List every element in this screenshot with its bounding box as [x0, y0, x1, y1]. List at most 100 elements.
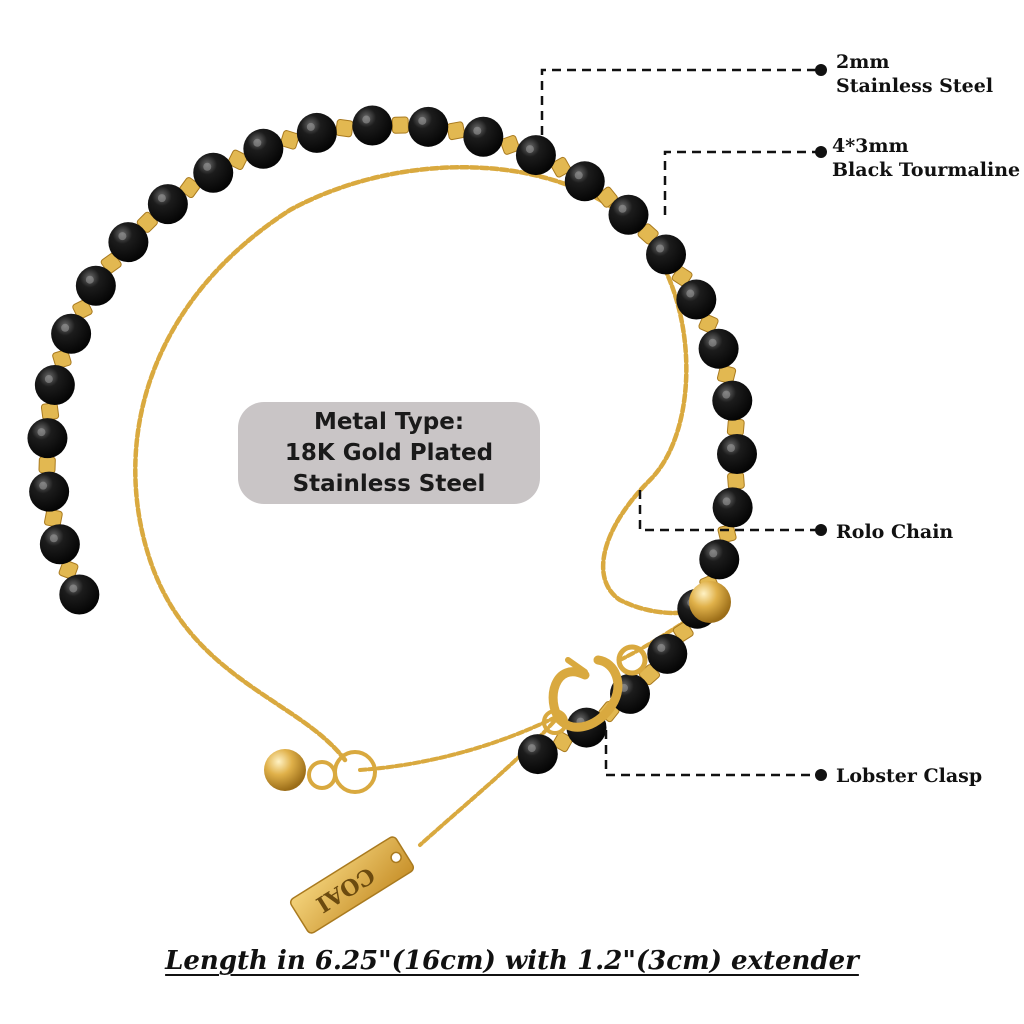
metal-type-plating: 18K Gold Plated	[284, 439, 494, 466]
tourmaline-bead	[712, 487, 753, 528]
extender-chain	[358, 713, 562, 847]
bead-highlight	[61, 323, 70, 332]
tourmaline-bead	[27, 418, 68, 459]
rolo-chain	[133, 165, 703, 763]
metal-type-base: Stainless Steel	[292, 470, 486, 497]
tourmaline-bead	[34, 365, 75, 406]
bead-highlight	[722, 390, 731, 399]
tourmaline-bead	[716, 434, 757, 475]
gold-spacer	[716, 364, 737, 384]
gold-spacer	[72, 299, 93, 320]
gold-spacer	[727, 471, 745, 490]
bead-strand	[27, 105, 757, 775]
bead-highlight	[686, 289, 695, 298]
gold-spacer	[279, 130, 300, 150]
leader-dot-wire	[815, 64, 827, 76]
lobster-clasp	[542, 644, 648, 735]
tourmaline-bead	[39, 524, 80, 565]
callout-clasp: Lobster Clasp	[836, 764, 982, 788]
leader-wire	[540, 68, 816, 135]
rolo-chain-path	[133, 165, 703, 763]
brand-tag: COAI	[289, 836, 415, 934]
bead-highlight	[708, 338, 717, 347]
gold-spacer	[179, 177, 201, 199]
length-caption: Length in 6.25"(16cm) with 1.2"(3cm) ext…	[165, 946, 859, 976]
gold-spacer	[227, 149, 248, 171]
bead-highlight	[157, 194, 166, 203]
end-ball-right	[689, 581, 731, 623]
bead-highlight	[44, 375, 53, 384]
bead-highlight	[527, 744, 536, 753]
tourmaline-bead	[515, 135, 556, 176]
gold-spacer	[552, 731, 574, 753]
bead-highlight	[39, 481, 48, 490]
tourmaline-bead	[75, 265, 116, 306]
leader-dot-beads	[815, 146, 827, 158]
gold-spacer	[38, 456, 56, 474]
jump-ring-small	[307, 760, 337, 790]
callout-wire: 2mm Stainless Steel	[836, 50, 993, 98]
metal-type-badge: Metal Type: 18K Gold Plated Stainless St…	[238, 402, 540, 504]
callout-wire-size: 2mm	[836, 51, 890, 73]
tourmaline-bead	[712, 380, 753, 421]
tourmaline-bead	[408, 106, 449, 147]
tourmaline-bead	[608, 194, 649, 235]
tourmaline-bead	[647, 633, 688, 674]
tourmaline-bead	[243, 128, 284, 169]
tourmaline-bead	[296, 112, 337, 153]
leader-dot-chain	[815, 524, 827, 536]
leader-beads	[663, 150, 816, 215]
gold-spacer	[698, 313, 719, 334]
bead-highlight	[709, 549, 718, 558]
tourmaline-bead	[352, 105, 393, 146]
bead-highlight	[253, 138, 262, 147]
tourmaline-bead	[29, 471, 70, 512]
bead-highlight	[574, 171, 583, 180]
leader-dot-clasp	[815, 769, 827, 781]
bead-highlight	[657, 643, 666, 652]
tourmaline-bead	[698, 328, 739, 369]
callout-beads-size: 4*3mm	[832, 135, 909, 157]
tourmaline-bead	[147, 184, 188, 225]
bead-highlight	[85, 275, 94, 284]
gold-spacer	[335, 119, 354, 138]
leader-clasp	[604, 730, 816, 777]
tourmaline-bead	[564, 161, 605, 202]
callout-clasp-label: Lobster Clasp	[836, 765, 983, 787]
bead-highlight	[203, 162, 212, 171]
leader-chain	[638, 490, 816, 532]
callout-beads: 4*3mm Black Tourmaline	[832, 134, 1020, 182]
gold-spacer	[550, 156, 572, 178]
bead-highlight	[722, 497, 731, 506]
bead-highlight	[525, 145, 534, 154]
tourmaline-bead	[193, 152, 234, 193]
tourmaline-bead	[463, 116, 504, 157]
tourmaline-bead	[517, 734, 558, 775]
gold-spacer	[52, 349, 72, 369]
metal-type-heading: Metal Type:	[313, 408, 465, 435]
bead-highlight	[473, 126, 482, 135]
bead-highlight	[618, 204, 627, 213]
gold-spacer	[500, 134, 520, 155]
callout-beads-material: Black Tourmaline	[832, 159, 1021, 181]
callout-chain-label: Rolo Chain	[836, 521, 954, 543]
bead-highlight	[362, 115, 371, 124]
tourmaline-bead	[646, 234, 687, 275]
leader-lines	[540, 68, 816, 777]
callout-wire-material: Stainless Steel	[836, 75, 994, 97]
tourmaline-bead	[59, 574, 100, 615]
bead-highlight	[306, 122, 315, 131]
bead-highlight	[69, 584, 78, 593]
jump-ring	[333, 750, 377, 794]
tourmaline-bead	[676, 279, 717, 320]
leader-dots	[815, 64, 827, 781]
gold-spacer	[391, 116, 409, 134]
tourmaline-bead	[108, 222, 149, 263]
tourmaline-bead	[51, 313, 92, 354]
bead-highlight	[418, 116, 427, 125]
gold-spacer	[40, 402, 60, 421]
bead-highlight	[726, 444, 735, 453]
bead-highlight	[656, 244, 665, 253]
bead-highlight	[37, 428, 46, 437]
